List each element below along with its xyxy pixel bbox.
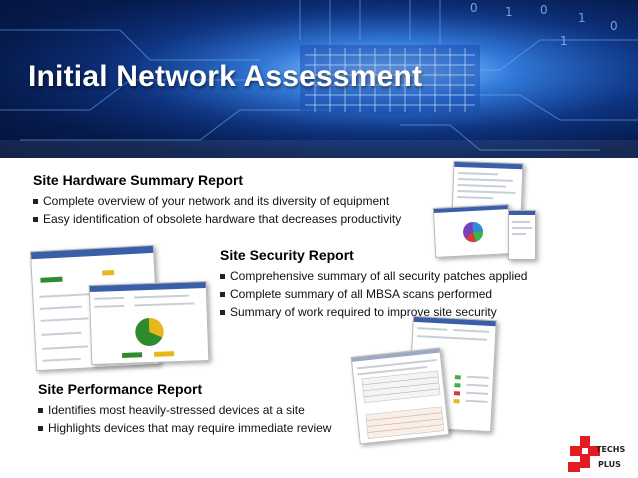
svg-text:PLUS: PLUS — [598, 460, 621, 469]
performance-report-thumbnail-front — [350, 347, 450, 445]
security-pie-chart — [122, 317, 175, 358]
header-banner: 0 1 0 1 0 1 Initial Network Assessment — [0, 0, 638, 158]
security-report-thumbnail-front — [88, 280, 210, 366]
security-report-section: Site Security Report Comprehensive summa… — [220, 247, 527, 321]
bullet-icon — [220, 309, 225, 315]
svg-text:0: 0 — [610, 19, 618, 33]
hardware-pie-chart — [463, 221, 484, 243]
hardware-pie-thumbnail — [432, 204, 512, 258]
bullet-icon — [33, 198, 38, 204]
performance-report-section: Site Performance Report Identifies most … — [38, 381, 331, 437]
hardware-detail-thumbnail — [508, 210, 536, 260]
bullet-icon — [38, 407, 43, 413]
list-item: Identifies most heavily-stressed devices… — [38, 401, 331, 419]
list-item: Comprehensive summary of all security pa… — [220, 267, 527, 285]
svg-text:1: 1 — [505, 5, 513, 19]
performance-bar-graph — [361, 370, 445, 439]
bullet-icon — [38, 425, 43, 431]
svg-text:1: 1 — [560, 34, 568, 48]
hardware-report-section: Site Hardware Summary Report Complete ov… — [33, 172, 401, 228]
bullet-icon — [220, 273, 225, 279]
list-item: Easy identification of obsolete hardware… — [33, 210, 401, 228]
list-item: Highlights devices that may require imme… — [38, 419, 331, 437]
list-item: Complete overview of your network and it… — [33, 192, 401, 210]
hardware-report-title: Site Hardware Summary Report — [33, 172, 244, 188]
list-item: Summary of work required to improve site… — [220, 303, 527, 321]
bullet-icon — [33, 216, 38, 222]
svg-text:0: 0 — [470, 1, 478, 15]
list-item: Complete summary of all MBSA scans perfo… — [220, 285, 527, 303]
page-title: Initial Network Assessment — [28, 60, 423, 93]
techs-plus-logo: TECHS PLUS — [568, 436, 625, 472]
performance-report-title: Site Performance Report — [38, 381, 203, 397]
security-report-title: Site Security Report — [220, 247, 354, 263]
svg-text:1: 1 — [578, 11, 586, 25]
bullet-icon — [220, 291, 225, 297]
circuit-board-graphic: 0 1 0 1 0 1 — [0, 0, 638, 158]
svg-text:TECHS: TECHS — [596, 445, 625, 454]
svg-text:0: 0 — [540, 3, 548, 17]
